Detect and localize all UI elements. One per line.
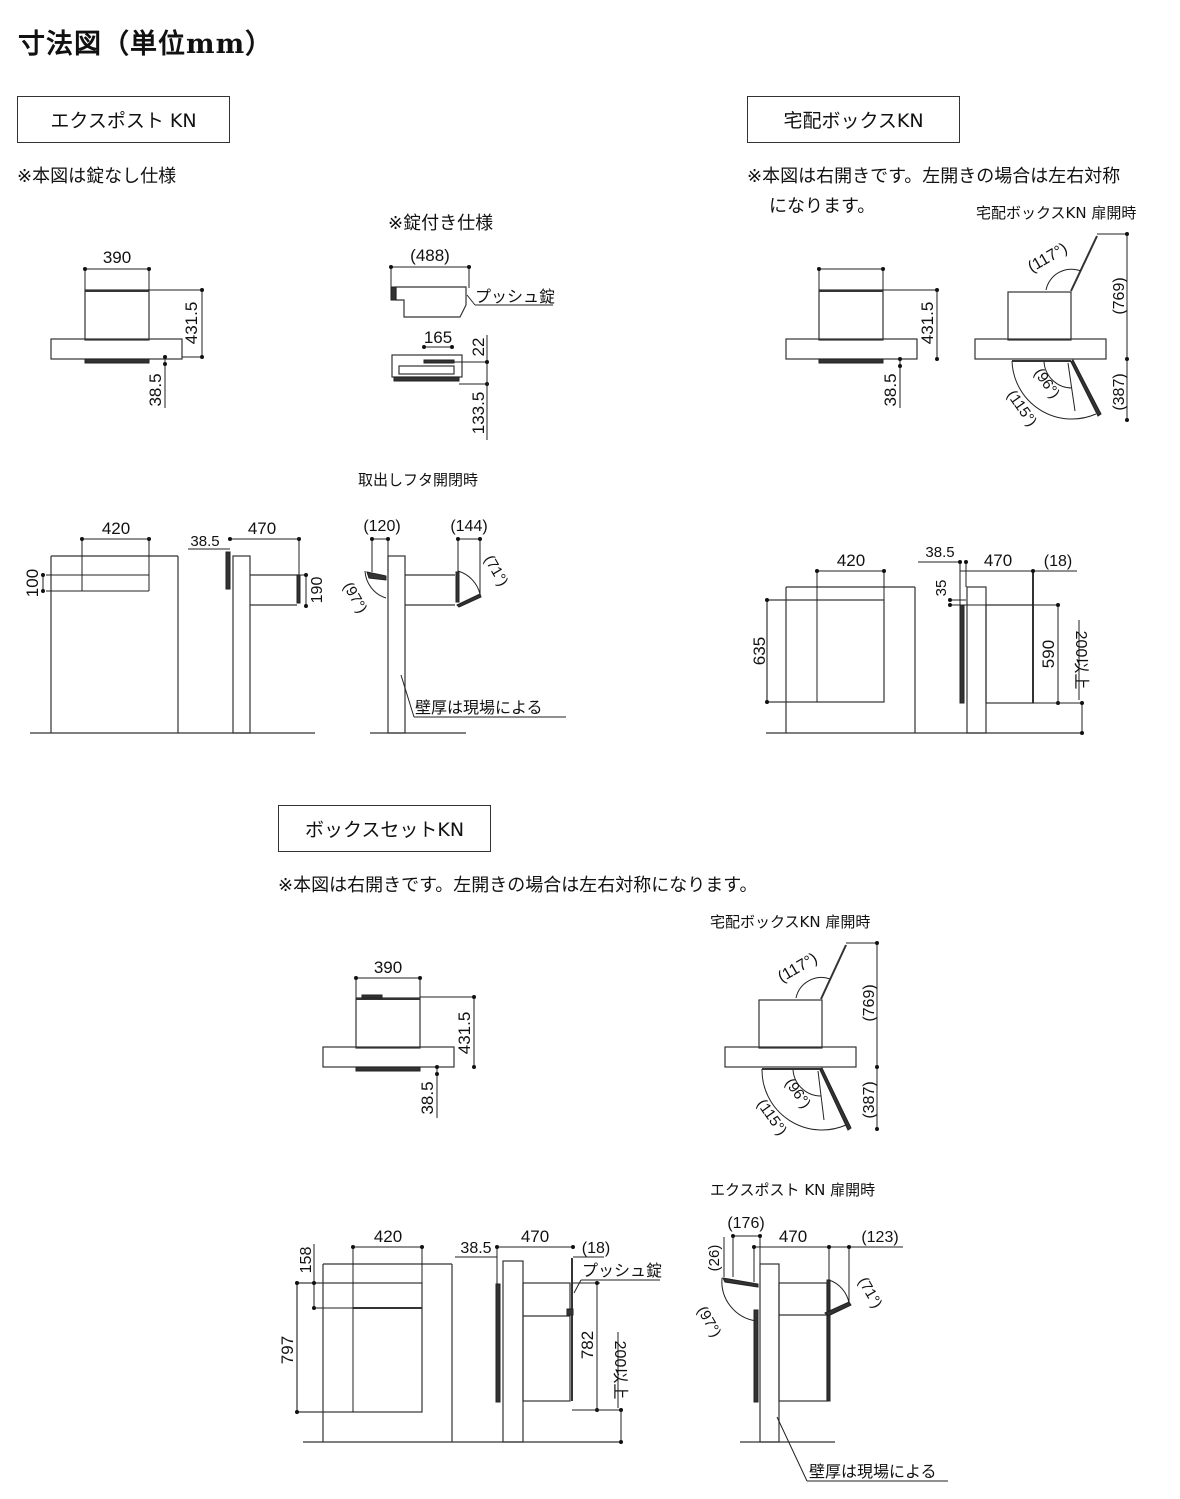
dim-boxset-ex-left-h: (26)	[706, 1245, 723, 1272]
takuhai-door-open-view: (117°) (769) (387) (96°) (115°)	[974, 232, 1129, 430]
dim-expost-height: 431.5	[182, 302, 201, 345]
dim-expost-open-left: (120)	[363, 518, 400, 535]
boxset-door-open-title: 宅配ボックスKN 扉開時	[710, 913, 871, 931]
boxset-expost-open-title: エクスポスト KN 扉開時	[710, 1181, 876, 1199]
takuhai-side-view: 38.5 470 (18) 35 590 200以上	[918, 544, 1090, 735]
dim-boxset-side-ground: 200以上	[611, 1341, 629, 1400]
takuhai-top-view: 431.5 38.5	[785, 267, 939, 408]
dim-boxset-side-door: (18)	[582, 1240, 610, 1257]
boxset-wall-note: 壁厚は現場による	[809, 1462, 937, 1481]
dim-expost-lock-width: (488)	[410, 246, 450, 265]
page-title: 寸法図（単位mm）	[18, 29, 274, 60]
dim-boxset-side-wall: 38.5	[460, 1240, 491, 1257]
dim-expost-angle-left: (97°)	[339, 579, 370, 616]
expost-push-lock-label: プッシュ錠	[475, 288, 555, 306]
takuhai-door-open-title: 宅配ボックスKN 扉開時	[976, 204, 1137, 222]
dim-boxset-ex-depth: 470	[779, 1227, 807, 1246]
dim-expost-side-depth: 470	[248, 519, 276, 538]
dim-takuhai-open-top: (769)	[1111, 277, 1128, 314]
dim-boxset-front-width: 420	[374, 1227, 402, 1246]
dim-takuhai-side-depth: 470	[984, 551, 1012, 570]
dim-expost-width: 390	[103, 248, 131, 267]
dim-expost-angle-right: (71°)	[480, 552, 511, 589]
boxset-note: ※本図は右開きです。左開きの場合は左右対称になります。	[278, 875, 758, 896]
boxset-front-view: 420 158 797	[278, 1227, 455, 1443]
dim-boxset-angle-top: (117°)	[775, 950, 820, 986]
section-label-expost: エクスポスト KN	[17, 96, 230, 143]
dim-takuhai-side-wall: 38.5	[925, 544, 954, 561]
dim-expost-front-h: 100	[23, 569, 42, 597]
dim-boxset-front-slot: 158	[298, 1247, 315, 1274]
dim-expost-side-wall: 38.5	[190, 533, 219, 550]
expost-note: ※本図は錠なし仕様	[17, 166, 177, 187]
boxset-door-open-view: (117°) (769) (387) (96°) (115°)	[724, 941, 879, 1139]
dim-boxset-ex-open-right: (123)	[861, 1229, 898, 1246]
dim-takuhai-angle-inner: (96°)	[1030, 365, 1063, 402]
dim-expost-slot-width: 165	[424, 328, 452, 347]
dim-boxset-side-h: 782	[578, 1331, 597, 1359]
dim-boxset-ex-angle-left: (97°)	[693, 1303, 724, 1340]
dim-takuhai-open-bottom: (387)	[1111, 373, 1128, 410]
expost-side-view: 38.5 470 190	[188, 519, 326, 734]
dim-boxset-width: 390	[374, 958, 402, 977]
dim-expost-open-right: (144)	[450, 518, 487, 535]
expost-lock-spec-title: ※錠付き仕様	[388, 213, 494, 234]
expost-lid-open-view: (120) (97°) (144) (71°) 壁厚は現場による	[339, 518, 566, 734]
dim-takuhai-bottom: 38.5	[881, 373, 900, 406]
dim-expost-front-width: 420	[102, 519, 130, 538]
dim-boxset-angle-inner: (96°)	[781, 1075, 814, 1112]
dim-boxset-bottom: 38.5	[418, 1081, 437, 1114]
dim-boxset-open-bottom: (387)	[861, 1081, 878, 1118]
dim-boxset-side-depth: 470	[521, 1227, 549, 1246]
expost-lid-open-title: 取出しフタ開閉時	[358, 471, 479, 489]
dim-takuhai-side-top: 35	[933, 580, 950, 597]
dim-takuhai-side-ground: 200以上	[1072, 631, 1090, 690]
boxset-side-view: 38.5 470 (18) プッシュ錠 782 200以上	[455, 1227, 662, 1444]
dim-takuhai-side-door: (18)	[1044, 553, 1072, 570]
takuhai-front-view: 420 635	[750, 551, 1083, 734]
dim-takuhai-front-width: 420	[837, 551, 865, 570]
dim-expost-slot-h: 22	[469, 338, 488, 357]
boxset-expost-open-view: (176) 470 (123) (26) (97°) (71°) 壁厚は現場によ…	[693, 1215, 948, 1482]
dim-boxset-open-top: (769)	[861, 984, 878, 1021]
dim-boxset-ex-open-left: (176)	[727, 1215, 764, 1232]
expost-front-view: 420 100	[23, 519, 315, 734]
dim-expost-bottom: 38.5	[146, 373, 165, 406]
takuhai-note-line2: になります。	[769, 196, 876, 217]
section-label-takuhai: 宅配ボックスKN	[747, 96, 960, 143]
dim-expost-side-h: 190	[309, 577, 326, 604]
dim-takuhai-side-h: 590	[1039, 640, 1058, 668]
dim-boxset-height: 431.5	[455, 1012, 474, 1055]
dim-boxset-front-h: 797	[278, 1336, 297, 1364]
expost-wall-note: 壁厚は現場による	[415, 698, 543, 717]
dim-takuhai-front-h: 635	[750, 637, 769, 665]
dim-expost-slot-bottom: 133.5	[469, 392, 488, 435]
boxset-top-view: 390 431.5 38.5	[322, 958, 476, 1118]
dim-takuhai-angle-outer: (115°)	[1003, 387, 1040, 429]
expost-top-view: 390 431.5 38.5	[50, 248, 204, 408]
dim-boxset-ex-angle-right: (71°)	[854, 1274, 885, 1311]
boxset-push-lock-label: プッシュ錠	[582, 1262, 662, 1280]
takuhai-note-line1: ※本図は右開きです。左開きの場合は左右対称	[747, 166, 1121, 187]
expost-lock-view: (488) プッシュ錠 165 22 133.5	[389, 246, 555, 440]
section-label-boxset: ボックスセットKN	[278, 805, 491, 852]
dim-takuhai-height: 431.5	[918, 302, 937, 345]
